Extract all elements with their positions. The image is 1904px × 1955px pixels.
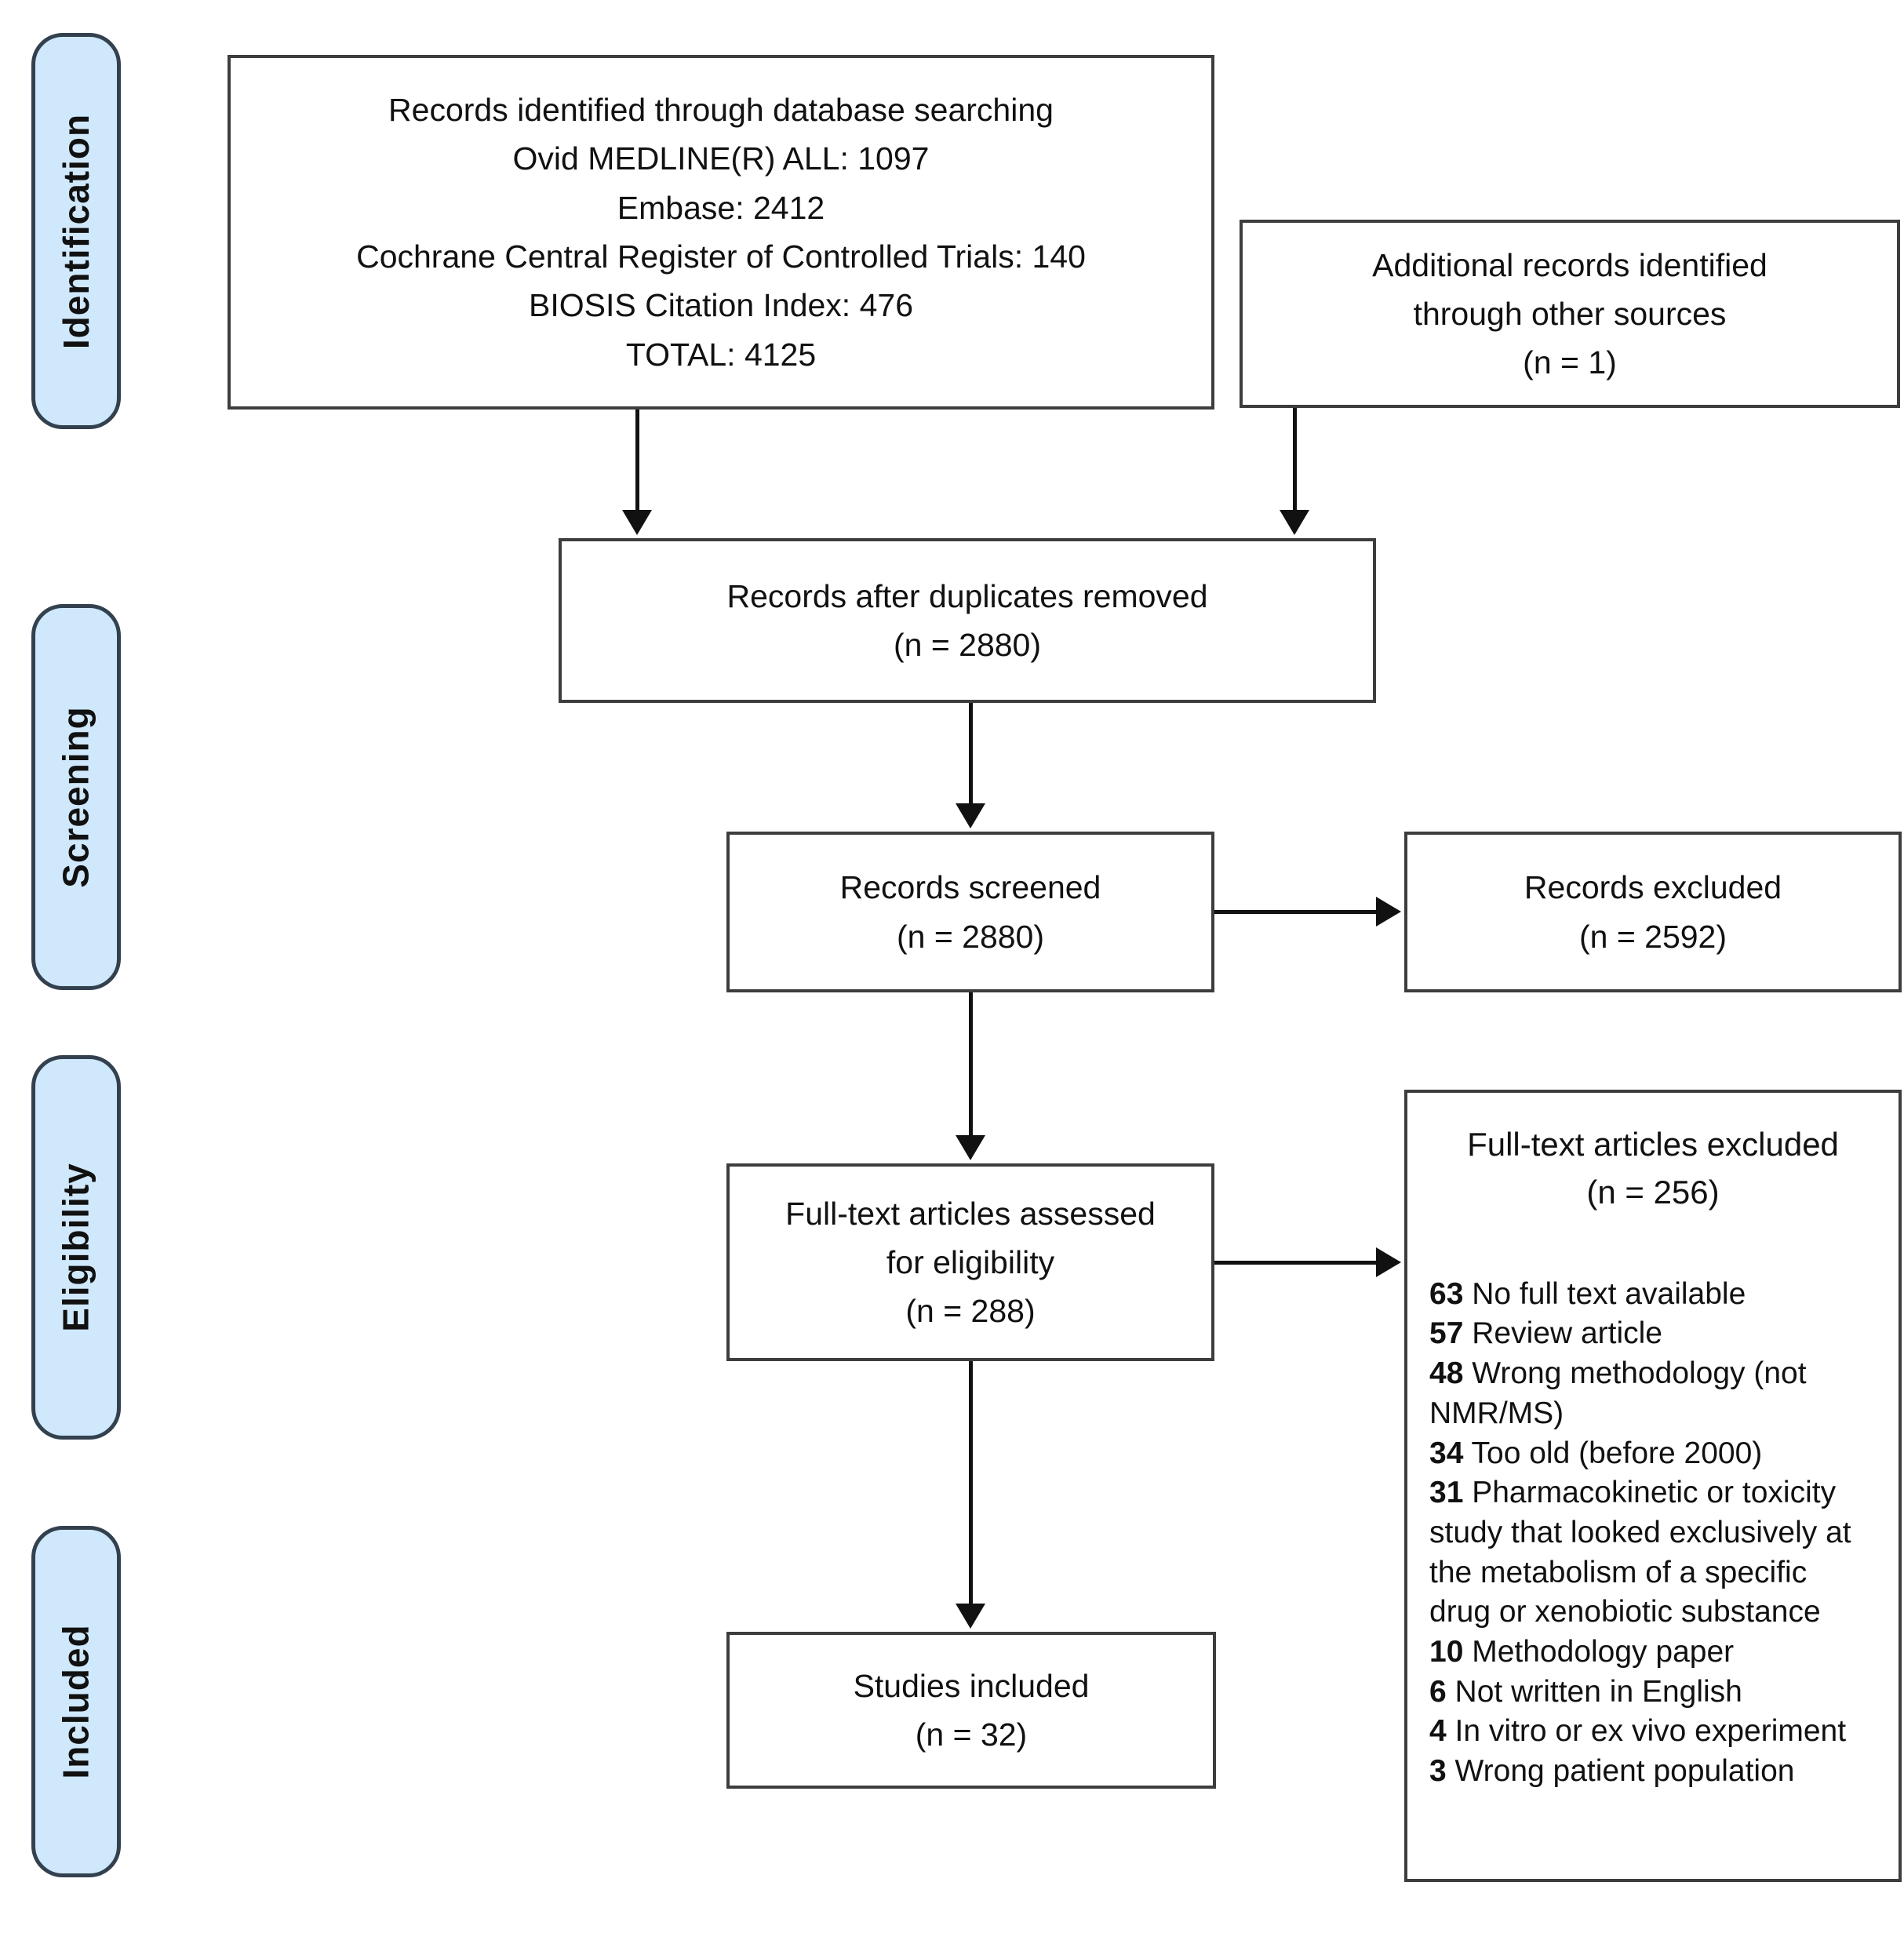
flow-line	[635, 410, 639, 512]
stage-label-text: Eligibility	[56, 1163, 96, 1332]
reason-count: 48	[1429, 1356, 1464, 1391]
box-line: for eligibility	[886, 1243, 1055, 1280]
exclusion-reason: 6 Not written in English	[1429, 1673, 1877, 1713]
reason-count: 10	[1429, 1634, 1464, 1669]
reason-text: In vitro or ex vivo experiment	[1454, 1714, 1847, 1749]
arrow-right-icon	[1376, 897, 1401, 927]
n-value: (n = 1)	[1523, 344, 1617, 381]
total-count: TOTAL: 4125	[625, 336, 817, 373]
stage-label-included: Included	[31, 1526, 121, 1877]
reason-count: 6	[1429, 1674, 1447, 1709]
box-line: Records after duplicates removed	[726, 577, 1208, 614]
box-fulltext-excluded: Full-text articles excluded (n = 256) 63…	[1404, 1090, 1902, 1882]
flow-line	[969, 1361, 973, 1605]
flow-line	[969, 992, 973, 1137]
box-line: through other sources	[1413, 295, 1727, 332]
arrow-right-icon	[1376, 1247, 1401, 1277]
reason-count: 34	[1429, 1436, 1464, 1470]
reason-text: Too old (before 2000)	[1471, 1436, 1763, 1470]
box-studies-included: Studies included (n = 32)	[726, 1632, 1216, 1789]
source-count: BIOSIS Citation Index: 476	[529, 287, 913, 324]
reason-count: 63	[1429, 1276, 1464, 1311]
box-line: Records screened	[839, 869, 1101, 906]
box-duplicates-removed: Records after duplicates removed (n = 28…	[559, 538, 1376, 703]
arrow-down-icon	[1280, 510, 1309, 535]
box-records-excluded: Records excluded (n = 2592)	[1404, 832, 1902, 992]
exclusion-reason: 48 Wrong methodology (not NMR/MS)	[1429, 1354, 1877, 1433]
source-count: Cochrane Central Register of Controlled …	[356, 238, 1086, 275]
exclusion-reason: 34 Too old (before 2000)	[1429, 1434, 1877, 1474]
reason-count: 57	[1429, 1316, 1464, 1351]
arrow-down-icon	[956, 803, 985, 828]
box-additional-records: Additional records identified through ot…	[1240, 220, 1900, 408]
box-line: Studies included	[853, 1667, 1090, 1704]
n-value: (n = 2880)	[896, 918, 1045, 955]
stage-label-screening: Screening	[31, 604, 121, 990]
stage-label-text: Included	[56, 1624, 96, 1779]
reason-text: Wrong methodology (not NMR/MS)	[1429, 1356, 1807, 1430]
box-line: Records excluded	[1524, 869, 1782, 906]
reason-count: 4	[1429, 1714, 1447, 1749]
exclusion-reason: 3 Wrong patient population	[1429, 1752, 1877, 1792]
stage-label-text: Screening	[56, 706, 97, 888]
reason-count: 31	[1429, 1476, 1464, 1510]
reason-text: Not written in English	[1454, 1674, 1742, 1709]
flow-line	[1214, 1261, 1378, 1265]
stage-label-eligibility: Eligibility	[31, 1055, 121, 1440]
arrow-down-icon	[622, 510, 652, 535]
reason-count: 3	[1429, 1754, 1447, 1789]
box-title: Records identified through database sear…	[388, 92, 1054, 129]
n-value: (n = 2880)	[893, 627, 1042, 663]
box-line: Additional records identified	[1372, 246, 1767, 283]
exclusion-reason: 57 Review article	[1429, 1314, 1877, 1354]
box-records-identified: Records identified through database sear…	[228, 55, 1214, 410]
arrow-down-icon	[956, 1135, 985, 1160]
reason-text: Pharmacokinetic or toxicity study that l…	[1429, 1476, 1851, 1629]
box-title: Full-text articles excluded	[1467, 1126, 1839, 1163]
reason-text: Wrong patient population	[1454, 1754, 1795, 1789]
box-fulltext-assessed: Full-text articles assessed for eligibil…	[726, 1163, 1214, 1361]
arrow-down-icon	[956, 1604, 985, 1629]
reason-text: Review article	[1472, 1316, 1662, 1351]
exclusion-reason: 4 In vitro or ex vivo experiment	[1429, 1712, 1877, 1752]
exclusion-reason: 31 Pharmacokinetic or toxicity study tha…	[1429, 1473, 1877, 1633]
stage-label-text: Identification	[56, 113, 97, 349]
box-records-screened: Records screened (n = 2880)	[726, 832, 1214, 992]
exclusion-reason: 63 No full text available	[1429, 1275, 1877, 1315]
n-value: (n = 32)	[915, 1717, 1028, 1753]
n-value: (n = 2592)	[1578, 918, 1727, 955]
flow-line	[1214, 910, 1378, 914]
flow-line	[969, 703, 973, 805]
stage-label-identification: Identification	[31, 33, 121, 429]
exclusion-reason-list: 63 No full text available 57 Review arti…	[1429, 1275, 1877, 1792]
exclusion-reason: 10 Methodology paper	[1429, 1633, 1877, 1673]
box-line: Full-text articles assessed	[785, 1195, 1156, 1232]
n-value: (n = 288)	[905, 1293, 1036, 1330]
flow-line	[1293, 408, 1297, 512]
source-count: Embase: 2412	[617, 189, 825, 226]
reason-text: No full text available	[1472, 1276, 1746, 1311]
n-value: (n = 256)	[1586, 1173, 1720, 1210]
reason-text: Methodology paper	[1472, 1634, 1735, 1669]
source-count: Ovid MEDLINE(R) ALL: 1097	[512, 140, 930, 177]
